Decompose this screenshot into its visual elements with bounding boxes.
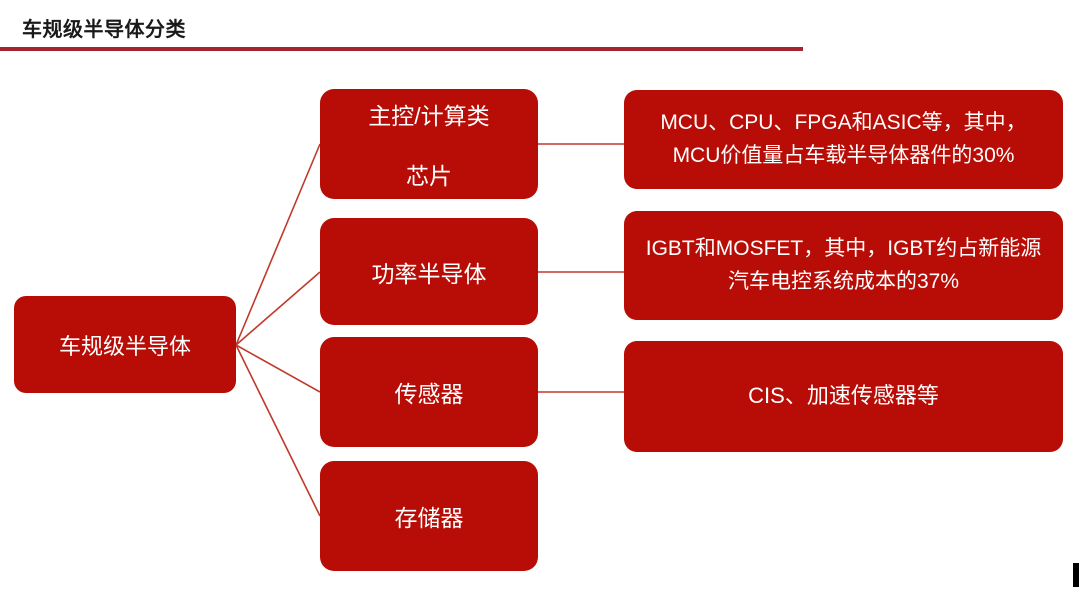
root-node-label: 车规级半导体	[58, 333, 191, 359]
connector-root-to-cat-1	[235, 271, 321, 346]
description-node-power-semiconductor[interactable]: IGBT和MOSFET，其中，IGBT约占新能源汽车电控系统成本的37%	[624, 211, 1063, 320]
description-node-text: MCU、CPU、FPGA和ASIC等，其中，MCU价值量占车载半导体器件的30%	[660, 110, 1027, 167]
description-node-main-control-computing-chip[interactable]: MCU、CPU、FPGA和ASIC等，其中，MCU价值量占车载半导体器件的30%	[624, 90, 1063, 189]
category-node-power-semiconductor[interactable]: 功率半导体	[320, 218, 538, 325]
connector-root-to-cat-3	[235, 344, 321, 517]
connector-root-to-cat-2	[235, 344, 321, 393]
root-node-vehicle-grade-semiconductor[interactable]: 车规级半导体	[14, 296, 236, 393]
text-cursor-caret	[1073, 563, 1079, 587]
category-node-label-line1: 功率半导体	[371, 260, 487, 287]
connector-root-to-cat-0	[235, 143, 321, 346]
description-node-text: CIS、加速传感器等	[748, 383, 939, 409]
category-node-label-line2: 芯片	[406, 163, 452, 189]
description-node-sensor[interactable]: CIS、加速传感器等	[624, 341, 1063, 452]
category-node-memory[interactable]: 存储器	[320, 461, 538, 571]
page-title: 车规级半导体分类	[22, 19, 186, 41]
category-node-main-control-computing-chip[interactable]: 主控/计算类 芯片	[320, 89, 538, 199]
category-node-label-line1: 主控/计算类	[368, 103, 490, 129]
category-node-sensor[interactable]: 传感器	[320, 337, 538, 447]
description-node-text: IGBT和MOSFET，其中，IGBT约占新能源汽车电控系统成本的37%	[645, 236, 1042, 293]
title-divider	[0, 47, 803, 51]
category-node-label-line1: 传感器	[394, 381, 464, 407]
category-node-label-line1: 存储器	[394, 505, 464, 531]
